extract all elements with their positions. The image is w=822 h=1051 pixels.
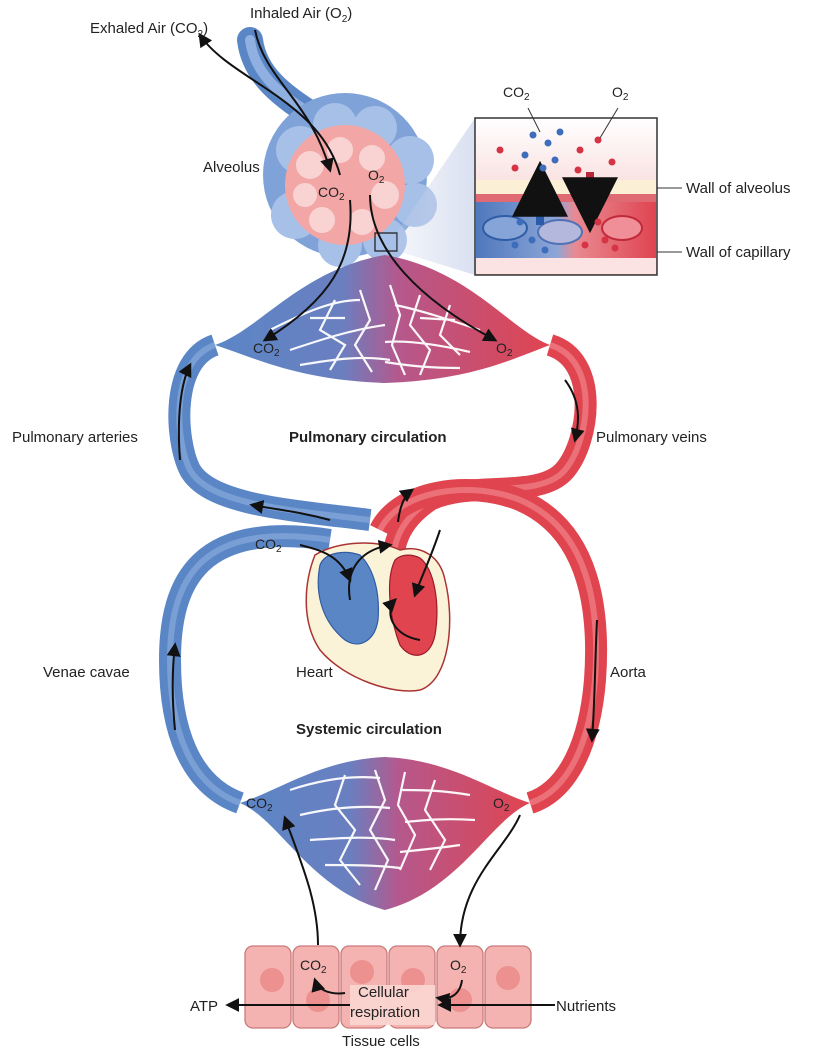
heart-label: Heart	[296, 664, 334, 681]
pulmonary-arteries-label: Pulmonary arteries	[12, 429, 138, 446]
alveolus-label: Alveolus	[203, 159, 260, 176]
wall-alveolus-label: Wall of alveolus	[686, 180, 791, 197]
inset-co2-label: CO2	[503, 84, 530, 103]
inset-o2-label: O2	[612, 84, 629, 103]
systemic-capillary-bed	[240, 757, 530, 910]
pulmonary-veins-label: Pulmonary veins	[596, 429, 707, 446]
pulmonary-circulation-label: Pulmonary circulation	[289, 429, 447, 446]
aorta-label: Aorta	[610, 664, 647, 681]
inhaled-air-label: Inhaled Air (O2)	[250, 5, 352, 25]
systemic-circulation-label: Systemic circulation	[296, 721, 442, 738]
nutrients-label: Nutrients	[556, 998, 616, 1015]
venae-cavae-label: Venae cavae	[43, 664, 130, 681]
tissue-cells-label: Tissue cells	[342, 1033, 420, 1050]
exhaled-air-label: Exhaled Air (CO2)	[90, 20, 208, 40]
cellular-label: Cellular	[358, 984, 409, 1001]
inset-exchange	[475, 108, 682, 275]
atp-label: ATP	[190, 998, 218, 1015]
respiration-label: respiration	[350, 1004, 420, 1021]
wall-capillary-label: Wall of capillary	[686, 244, 791, 261]
